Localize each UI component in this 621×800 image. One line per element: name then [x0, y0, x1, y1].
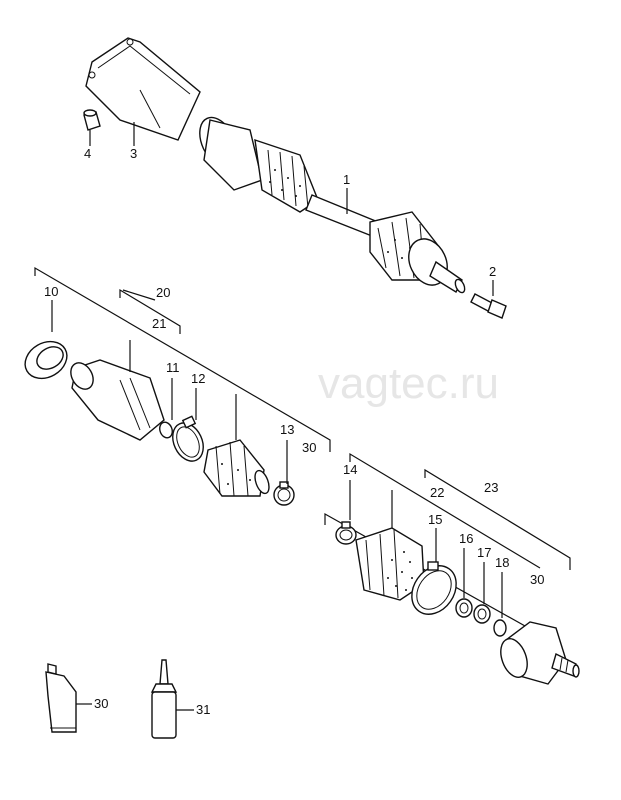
watermark: vagtec.ru — [318, 359, 499, 408]
label-18: 18 — [495, 555, 509, 570]
circlip-18 — [493, 619, 507, 637]
label-17: 17 — [477, 545, 491, 560]
label-10: 10 — [44, 284, 58, 299]
label-15: 15 — [428, 512, 442, 527]
label-11: 11 — [166, 360, 180, 375]
label-30-b: 30 — [530, 572, 544, 587]
flange-ring — [24, 340, 68, 380]
label-16: 16 — [459, 531, 473, 546]
label-4: 4 — [84, 146, 91, 161]
label-31: 31 — [196, 702, 210, 717]
label-2: 2 — [489, 264, 496, 279]
label-21: 21 — [152, 316, 166, 331]
label-30-a: 30 — [302, 440, 316, 455]
ring-16 — [455, 598, 473, 618]
grease-tube — [45, 663, 77, 733]
circlip-11 — [159, 421, 173, 439]
label-23: 23 — [484, 480, 498, 495]
label-22: 22 — [430, 485, 444, 500]
drive-shaft-assembly — [199, 116, 466, 294]
sleeve-part — [83, 109, 101, 131]
clamp-14 — [335, 521, 357, 545]
inner-joint — [70, 359, 165, 441]
outer-boot-dots — [387, 551, 413, 591]
boot-texture — [269, 169, 301, 197]
clamp-12 — [172, 415, 204, 462]
clamp-13 — [273, 481, 295, 506]
label-20: 20 — [156, 285, 170, 300]
outer-joint — [500, 621, 580, 685]
label-13: 13 — [280, 422, 294, 437]
label-30-c: 30 — [94, 696, 108, 711]
heat-shield — [85, 37, 201, 141]
label-14: 14 — [343, 462, 357, 477]
inner-boot — [203, 439, 270, 497]
label-1: 1 — [343, 172, 350, 187]
sealant-bottle — [150, 659, 178, 739]
label-3: 3 — [130, 146, 137, 161]
label-12: 12 — [191, 371, 205, 386]
ring-17 — [473, 604, 491, 624]
clamp-15 — [411, 561, 457, 615]
bolt — [470, 293, 507, 319]
